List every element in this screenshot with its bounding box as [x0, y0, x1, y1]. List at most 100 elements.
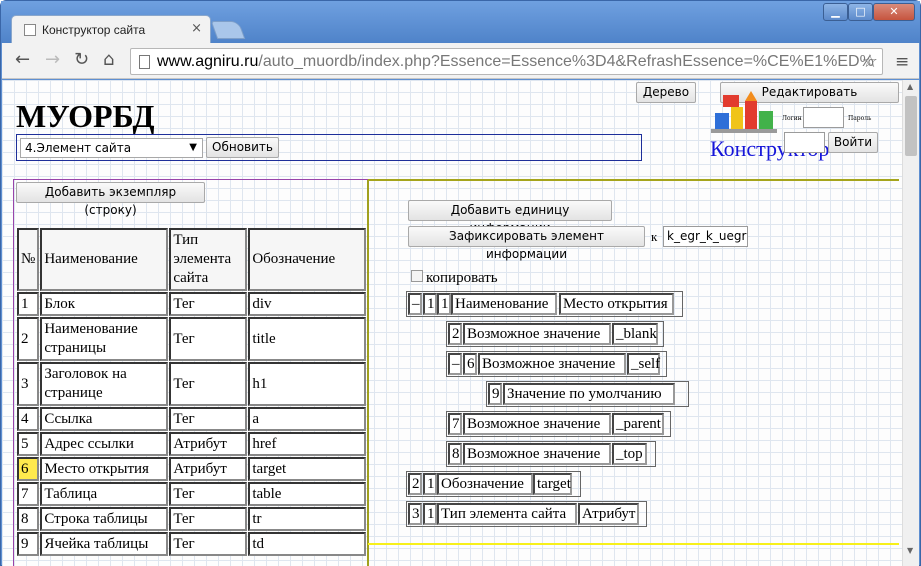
cell-code: a [248, 407, 367, 431]
cell-type: Тег [169, 532, 248, 556]
tab-close-icon[interactable]: × [191, 21, 202, 36]
maximize-button[interactable]: □ [848, 3, 873, 21]
edit-button[interactable]: Редактировать [720, 82, 899, 103]
tree-index: 1 [423, 293, 437, 315]
back-arrow-icon[interactable]: ← [15, 49, 31, 70]
refresh-button[interactable]: Обновить [206, 137, 279, 158]
vertical-scrollbar[interactable]: ▲ ▼ [902, 80, 919, 566]
cell-num: 9 [17, 532, 40, 556]
cell-name: Блок [40, 292, 169, 316]
scroll-thumb[interactable] [905, 96, 917, 156]
tree-value: _parent [612, 413, 664, 435]
cell-num: 4 [17, 407, 40, 431]
collapse-toggle[interactable]: – [408, 293, 422, 315]
cell-code: table [248, 482, 367, 506]
tree-value: Атрибут [578, 503, 639, 525]
tree-row [406, 471, 581, 497]
cell-type: Тег [169, 362, 248, 406]
brand-title: МУОРБД [16, 98, 155, 134]
collapse-toggle[interactable]: – [448, 353, 462, 375]
home-icon[interactable]: ⌂ [103, 49, 115, 70]
tree-row [406, 501, 647, 527]
fix-info-element-button[interactable]: Зафиксировать элемент информации [408, 226, 645, 261]
cell-num: 1 [17, 292, 40, 316]
cell-type: Атрибут [169, 457, 248, 481]
copy-checkbox[interactable] [411, 270, 423, 282]
cell-name: Место открытия [40, 457, 169, 481]
cell-code: title [248, 317, 367, 361]
tree-value: _blank [612, 323, 658, 345]
close-window-button[interactable]: ✕ [873, 3, 915, 21]
tab-konstruktor[interactable]: Конструктор сайта × [11, 15, 211, 43]
login-input[interactable] [803, 107, 844, 128]
tree-name: Наименование [451, 293, 557, 315]
password-label: Пароль [848, 115, 872, 122]
bookmark-star-icon[interactable]: ☆ [861, 51, 878, 72]
tree-name: Возможное значение [463, 323, 611, 345]
tree-row [486, 381, 689, 407]
add-info-unit-button[interactable]: Добавить единицу информации [408, 200, 612, 235]
tree-value: _top [612, 443, 647, 465]
tree-index: 6 [463, 353, 477, 375]
page-viewport: МУОРБД 4.Элемент сайта ▼ Обновить Дерево… [2, 80, 919, 566]
forward-arrow-icon[interactable]: → [45, 49, 61, 70]
scroll-down-icon[interactable]: ▼ [907, 546, 914, 555]
cell-code: h1 [248, 362, 367, 406]
left-panel [13, 179, 369, 566]
column-header: Тип элемента сайта [169, 228, 248, 291]
new-tab-button[interactable] [210, 21, 246, 39]
tree-index: 1 [423, 503, 437, 525]
tree-name: Возможное значение [463, 443, 611, 465]
cell-num: 6 [17, 457, 40, 481]
k-label: к [651, 229, 658, 244]
essence-table: № Наименование Тип элемента сайта Обозна… [16, 227, 367, 557]
tree-name: Тип элемента сайта [437, 503, 577, 525]
page-icon [139, 55, 150, 69]
cell-name: Ячейка таблицы [40, 532, 169, 556]
cell-num: 8 [17, 507, 40, 531]
copy-label: копировать [426, 270, 498, 286]
essence-select-box: 4.Элемент сайта ▼ Обновить [16, 134, 642, 161]
tree-button[interactable]: Дерево [636, 82, 696, 103]
cell-code: td [248, 532, 367, 556]
scroll-up-icon[interactable]: ▲ [907, 82, 914, 91]
cell-name: Таблица [40, 482, 169, 506]
column-header: № [17, 228, 40, 291]
title-bar: Конструктор сайта × ▁ □ ✕ [1, 1, 920, 43]
address-bar[interactable]: www.agniru.ru/auto_muordb/index.php?Esse… [130, 48, 883, 75]
right-panel-border [368, 179, 899, 181]
login-label: Логин [782, 115, 802, 122]
tree-index: 7 [448, 413, 462, 435]
cell-num: 7 [17, 482, 40, 506]
k-input[interactable]: k_egr_k_uegr [663, 226, 748, 247]
add-row-button[interactable]: Добавить экземпляр (строку) [16, 182, 205, 217]
tree-row [446, 411, 671, 437]
tree-index: 1 [437, 293, 451, 315]
login-button[interactable]: Войти [828, 132, 878, 153]
cell-type: Атрибут [169, 432, 248, 456]
reload-icon[interactable]: ↻ [74, 49, 90, 70]
cell-code: div [248, 292, 367, 316]
cell-type: Тег [169, 507, 248, 531]
tree-name: Обозначение [437, 473, 533, 495]
essence-select[interactable]: 4.Элемент сайта ▼ [20, 138, 203, 158]
tree-name: Возможное значение [478, 353, 626, 375]
cell-type: Тег [169, 292, 248, 316]
url-text[interactable]: www.agniru.ru/auto_muordb/index.php?Esse… [157, 53, 874, 71]
menu-icon[interactable]: ≡ [895, 52, 910, 72]
tab-title: Конструктор сайта [42, 23, 146, 37]
cell-name: Адрес ссылки [40, 432, 169, 456]
password-input[interactable] [784, 132, 825, 153]
tree-value: _self [627, 353, 660, 375]
minimize-button[interactable]: ▁ [823, 3, 848, 21]
cell-type: Тег [169, 317, 248, 361]
